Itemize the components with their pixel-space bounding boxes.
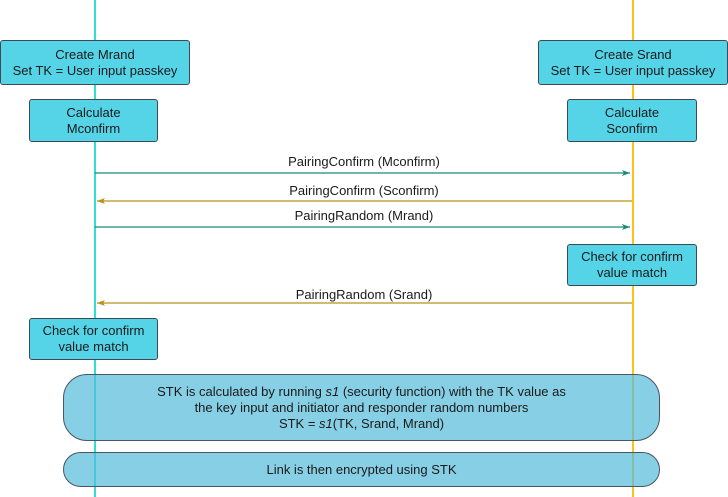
check-confirm-initiator-box: Check for confirm value match bbox=[29, 318, 158, 360]
message-label-pairing-confirm-s: PairingConfirm (Sconfirm) bbox=[289, 183, 439, 198]
stk-line-1: STK is calculated by running s1 (securit… bbox=[157, 384, 566, 400]
arrow-pairing-random-m bbox=[95, 224, 630, 230]
s1-function-name: s1 bbox=[319, 415, 333, 431]
check-confirm-responder-box: Check for confirm value match bbox=[567, 244, 697, 286]
create-mrand-box: Create Mrand Set TK = User input passkey bbox=[0, 40, 190, 85]
message-label-pairing-random-m: PairingRandom (Mrand) bbox=[294, 208, 434, 223]
initiator-lifeline bbox=[94, 0, 96, 497]
arrow-pairing-random-s bbox=[97, 300, 632, 306]
calculate-mconfirm-box: Calculate Mconfirm bbox=[29, 99, 158, 142]
stk-line-3: STK = s1(TK, Srand, Mrand) bbox=[279, 416, 444, 432]
stk-formula-args: (TK, Srand, Mrand) bbox=[332, 415, 445, 431]
stk-line-1-text: STK is calculated by running bbox=[157, 383, 326, 399]
calculate-sconfirm-box: Calculate Sconfirm bbox=[567, 99, 697, 142]
message-label-pairing-random-s: PairingRandom (Srand) bbox=[295, 287, 433, 302]
s1-function-name: s1 bbox=[325, 383, 340, 399]
link-encryption-band: Link is then encrypted using STK bbox=[63, 452, 660, 487]
stk-line-2: the key input and initiator and responde… bbox=[194, 399, 529, 415]
stk-calculation-band: STK is calculated by running s1 (securit… bbox=[63, 374, 660, 441]
link-encryption-text: Link is then encrypted using STK bbox=[266, 461, 457, 477]
arrow-pairing-confirm-s bbox=[97, 198, 632, 204]
message-label-pairing-confirm-m: PairingConfirm (Mconfirm) bbox=[288, 154, 440, 169]
stk-line-1-text-end: (security function) with the TK value as bbox=[339, 383, 566, 399]
arrow-pairing-confirm-m bbox=[95, 170, 630, 176]
create-srand-box: Create Srand Set TK = User input passkey bbox=[538, 40, 728, 85]
stk-formula-prefix: STK = bbox=[278, 415, 320, 431]
